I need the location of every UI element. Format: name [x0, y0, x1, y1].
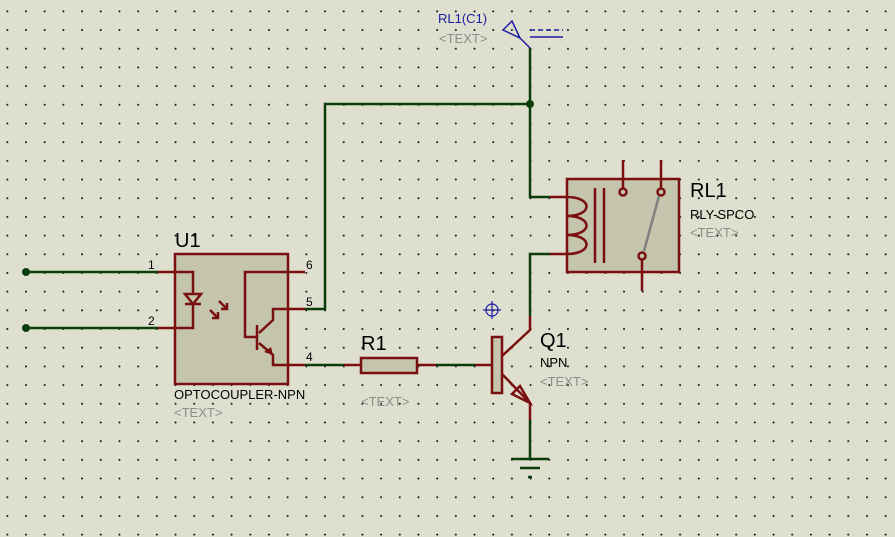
terminal-dot-input-1[interactable]: [22, 268, 30, 276]
ground-icon[interactable]: [511, 457, 549, 479]
r1-ref: R1: [361, 333, 387, 355]
u1-text: <TEXT>: [174, 405, 223, 420]
terminal-label: RL1(C1): [438, 11, 488, 26]
q1-ref: Q1: [540, 330, 567, 352]
u1-pin-6: 6: [306, 258, 313, 272]
u1-optocoupler[interactable]: [158, 252, 305, 386]
u1-pin-1: 1: [148, 258, 155, 272]
r1-text: <TEXT>: [361, 394, 410, 409]
rl1-text: <TEXT>: [690, 225, 739, 240]
r1-resistor[interactable]: [344, 356, 436, 375]
q1-transistor[interactable]: [475, 316, 534, 420]
u1-pin-4: 4: [306, 350, 313, 364]
terminal-text: <TEXT>: [439, 31, 488, 46]
u1-ref: U1: [175, 230, 201, 252]
q1-text: <TEXT>: [540, 374, 589, 389]
u1-pin-5: 5: [306, 295, 313, 309]
u1-value: OPTOCOUPLER-NPN: [174, 387, 306, 402]
wire-pin5-to-vcc[interactable]: [305, 102, 530, 311]
junction-dot: [526, 100, 534, 108]
rl1-ref: RL1: [690, 180, 727, 202]
wire-q1-collector-to-relay[interactable]: [528, 252, 550, 316]
wire-vcc-terminal[interactable]: [528, 48, 550, 199]
rl1-value: RLY-SPCO: [690, 207, 755, 222]
terminal-dot-input-2[interactable]: [22, 324, 30, 332]
power-terminal-icon[interactable]: [501, 19, 563, 49]
u1-pin-2: 2: [148, 314, 155, 328]
origin-marker-icon: [483, 301, 501, 319]
q1-value: NPN: [540, 355, 568, 370]
rl1-relay[interactable]: [550, 160, 681, 291]
